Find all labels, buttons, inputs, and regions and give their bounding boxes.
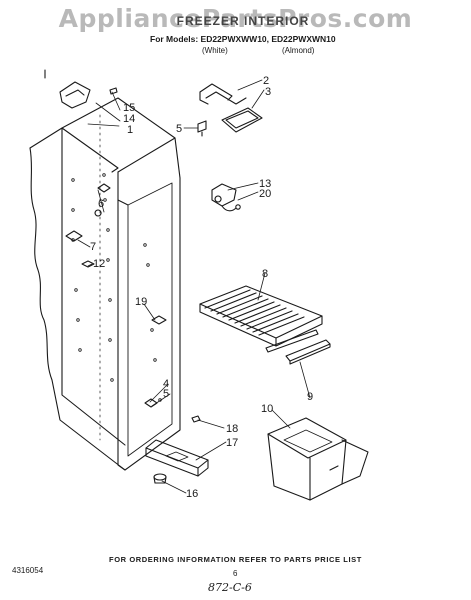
wire-shelf — [199, 285, 323, 353]
callout-2: 2 — [263, 75, 269, 87]
callout-10: 10 — [261, 403, 273, 415]
light-shield-assembly — [197, 83, 263, 137]
callout-3: 3 — [265, 86, 271, 98]
leader-lines — [77, 79, 311, 494]
callout-20: 20 — [259, 188, 271, 200]
callout-18: 18 — [226, 423, 238, 435]
lower-rail — [145, 439, 209, 477]
callout-1: 1 — [127, 124, 133, 136]
callout-14: 14 — [123, 113, 135, 125]
callout-13: 13 — [259, 178, 271, 190]
callout-15: 15 — [123, 102, 135, 114]
freezer-bin — [267, 417, 369, 501]
shelf-trim — [285, 339, 331, 365]
callout-4: 4 — [163, 378, 169, 390]
callout-numbers: 1 2 3 4 5 5 6 7 8 9 10 12 13 14 15 16 17… — [90, 75, 313, 500]
callout-16: 16 — [186, 488, 198, 500]
callout-7: 7 — [90, 241, 96, 253]
foot — [153, 473, 167, 484]
callout-9: 9 — [307, 391, 313, 403]
callout-19: 19 — [135, 296, 147, 308]
handwritten-code: 872-C-6 — [208, 581, 252, 594]
diagram-title: FREEZER INTERIOR — [176, 14, 310, 28]
variant-almond: (Almond) — [282, 46, 315, 55]
callout-5: 5 — [176, 123, 182, 135]
callout-6: 6 — [98, 198, 104, 210]
top-bracket — [59, 81, 118, 109]
watermark: AppliancePartsPros.com — [58, 4, 413, 33]
ordering-note: FOR ORDERING INFORMATION REFER TO PARTS … — [109, 555, 362, 564]
callout-17: 17 — [226, 437, 238, 449]
freezer-liner — [29, 69, 181, 471]
page-number: 6 — [233, 569, 238, 578]
control-housing — [211, 183, 241, 212]
screw — [191, 415, 201, 423]
callout-8: 8 — [262, 268, 268, 280]
variant-white: (White) — [202, 46, 228, 55]
callout-5b: 5 — [163, 388, 169, 400]
callout-12: 12 — [93, 258, 105, 270]
models-line: For Models: ED22PWXWW10, ED22PWXWN10 — [150, 34, 336, 44]
part-number: 4316054 — [12, 566, 44, 575]
